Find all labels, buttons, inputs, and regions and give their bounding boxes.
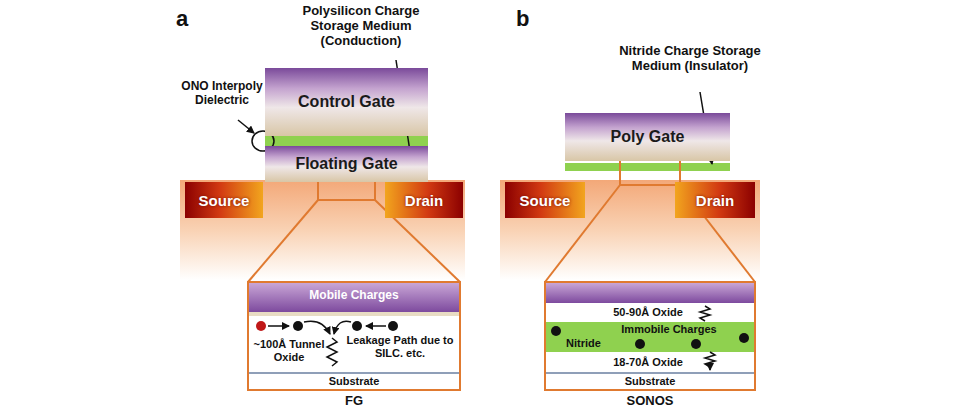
motion-arrow xyxy=(268,325,289,327)
nitride-layer xyxy=(565,163,730,171)
charge-dot xyxy=(293,321,303,331)
floating-gate: Floating Gate xyxy=(265,146,428,182)
charge-dot xyxy=(256,321,266,331)
layer-label: Nitride xyxy=(566,337,628,350)
drain-region: Drain xyxy=(675,182,755,218)
panel-caption: FG xyxy=(314,394,394,409)
substrate-line xyxy=(546,372,754,374)
floating-gate-band xyxy=(249,283,459,312)
poly-gate: Poly Gate xyxy=(565,113,730,161)
leak-arrow xyxy=(334,321,351,334)
substrate-line xyxy=(249,372,459,374)
box-label: Floating Gate xyxy=(295,155,397,173)
charge-dot xyxy=(551,326,561,336)
callout-text: Nitride Charge Storage Medium (Insulator… xyxy=(610,44,770,74)
box-label: Drain xyxy=(696,192,734,209)
ono-layer xyxy=(265,136,428,146)
layer-label: Substrate xyxy=(250,375,458,388)
box-label: Source xyxy=(520,192,571,209)
substrate-region xyxy=(500,180,760,280)
panel-letter: a xyxy=(176,6,206,31)
charge-dot xyxy=(388,321,398,331)
charge-dot xyxy=(635,339,645,349)
nitride-band xyxy=(546,322,754,352)
layer-label: Substrate xyxy=(547,375,753,388)
leakage-path xyxy=(327,338,337,366)
control-gate: Control Gate xyxy=(265,68,428,136)
tunnel-path xyxy=(700,306,710,321)
leader-line xyxy=(238,120,254,133)
inset-frame xyxy=(545,282,755,390)
box-label: Source xyxy=(199,192,250,209)
source-region: Source xyxy=(505,182,585,218)
box-label: Drain xyxy=(405,192,443,209)
panel-letter: b xyxy=(516,6,546,31)
dimension-label: 50-90Å Oxide xyxy=(600,306,696,319)
dimension-label: ~100Å Tunnel Oxide xyxy=(252,338,326,363)
box-label: Control Gate xyxy=(298,93,395,111)
dimension-label: 18-70Å Oxide xyxy=(600,356,696,369)
source-region: Source xyxy=(185,182,263,218)
layer-label: Immobile Charges xyxy=(612,323,726,336)
panel-caption: SONOS xyxy=(600,394,700,409)
drain-region: Drain xyxy=(385,182,463,218)
substrate-region xyxy=(180,180,465,280)
tunnel-path xyxy=(705,352,715,370)
callout-text: Leakage Path due to SILC. etc. xyxy=(345,334,455,359)
charge-dot xyxy=(691,339,701,349)
inset-frame xyxy=(248,282,460,390)
leak-arrow xyxy=(304,321,330,334)
layer-label: Mobile Charges xyxy=(250,289,458,303)
charge-dot xyxy=(739,333,749,343)
box-label: Poly Gate xyxy=(611,128,685,146)
charge-dot xyxy=(352,321,362,331)
callout-text: ONO Interpoly Dielectric xyxy=(180,80,264,108)
poly-gate-band xyxy=(546,283,754,303)
interface-band xyxy=(249,312,459,316)
callout-text: Polysilicon Charge Storage Medium (Condu… xyxy=(296,4,426,49)
motion-arrow xyxy=(366,325,386,327)
